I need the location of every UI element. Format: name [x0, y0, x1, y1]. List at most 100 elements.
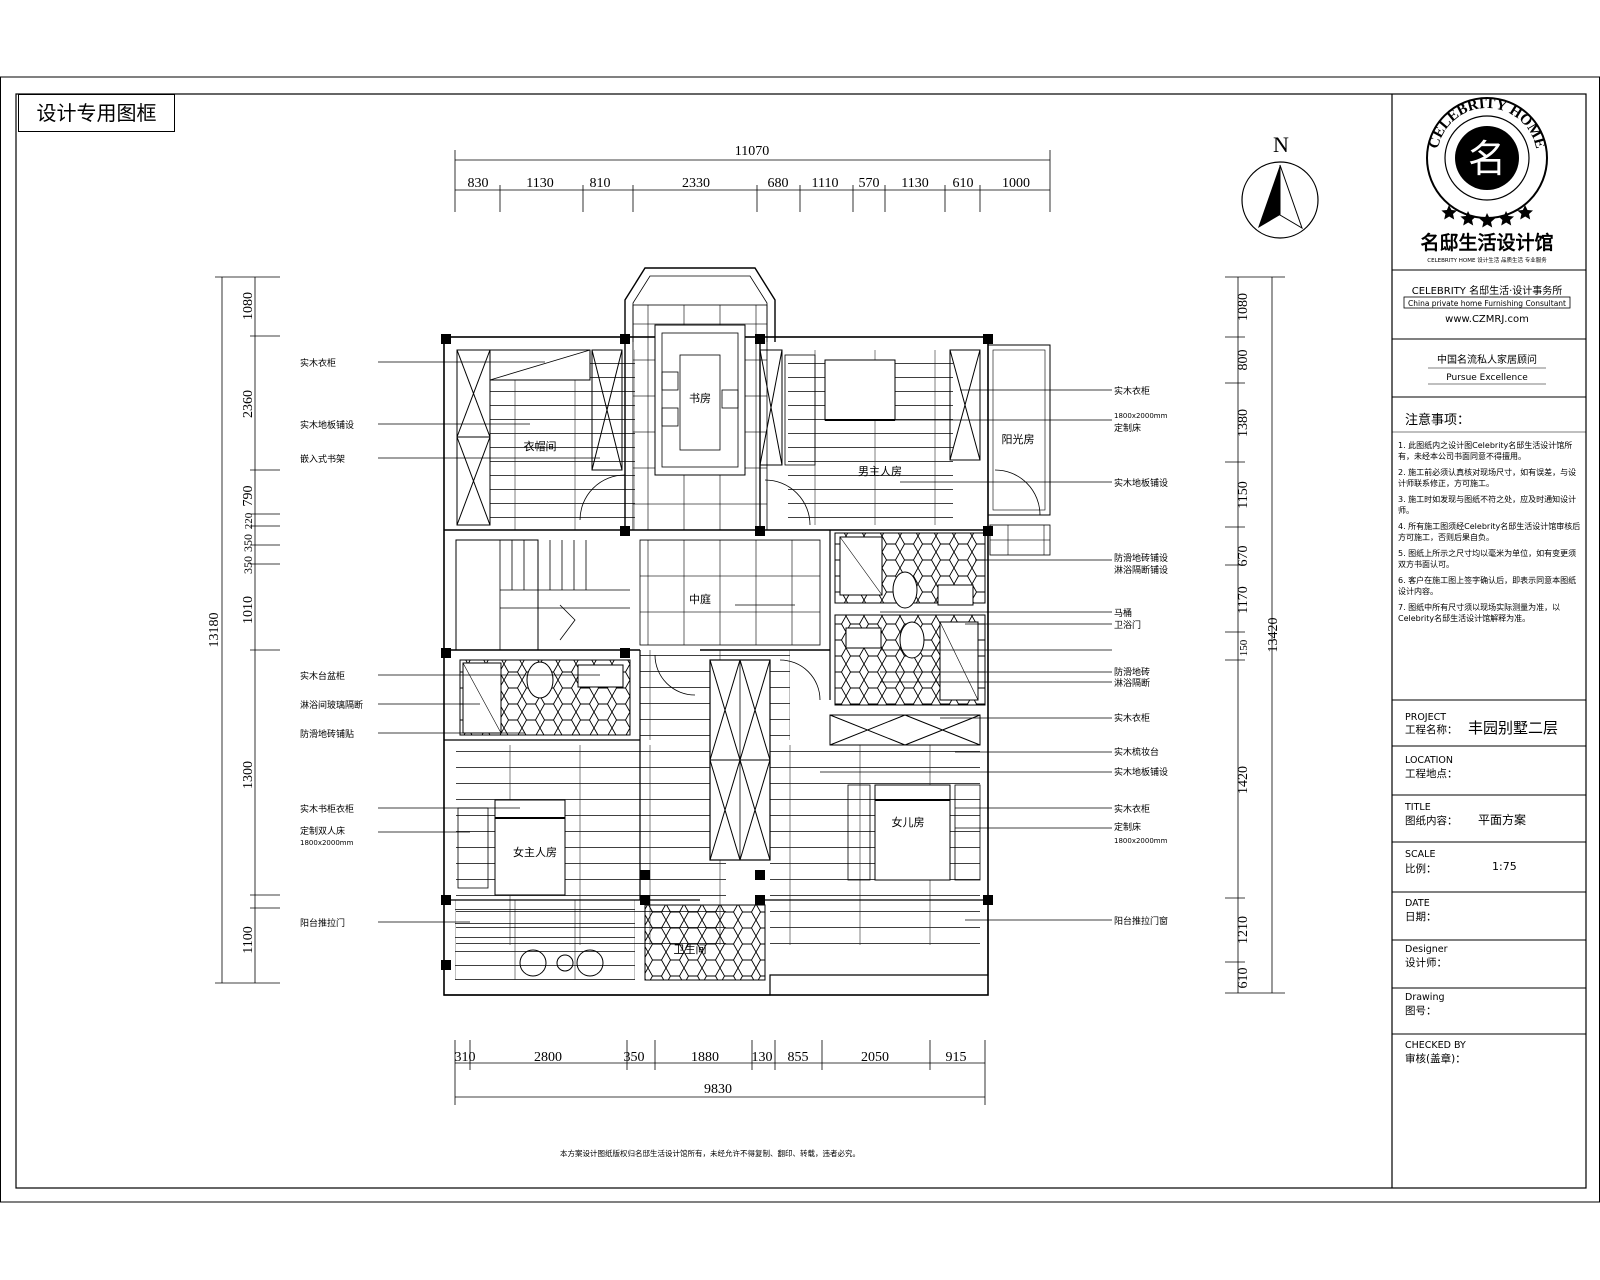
- slogan-cn: 中国名流私人家居顾问: [1437, 353, 1537, 366]
- left-label-6: 防滑地砖铺贴: [300, 728, 354, 740]
- dim-right-3: 1380: [1236, 409, 1251, 437]
- right-label-17: 淋浴隔断: [1114, 677, 1150, 689]
- dim-right-4: 1150: [1236, 481, 1251, 508]
- dim-top-2: 1130: [526, 176, 553, 191]
- right-label-16: 防滑地砖: [1114, 666, 1150, 678]
- brand-sub: CELEBRITY HOME 设计生活 品质生活 专业服务: [1427, 256, 1547, 264]
- right-label-8: 卫浴门: [1114, 619, 1141, 631]
- room-master-bedroom: 男主人房: [858, 465, 902, 478]
- dim-left-total: 13180: [207, 613, 222, 648]
- right-label-9: 实木衣柜: [1114, 712, 1150, 724]
- bottom-dimensions: [454, 1040, 986, 1105]
- title-value: 平面方案: [1478, 812, 1526, 827]
- dim-left-4: 220: [243, 512, 255, 529]
- dim-bottom-2: 2800: [534, 1050, 562, 1065]
- dim-right-10: 610: [1236, 968, 1251, 989]
- dim-right-8: 1420: [1236, 766, 1251, 794]
- right-label-10: 实木梳妆台: [1114, 746, 1159, 758]
- right-label-11: 实木地板铺设: [1114, 766, 1168, 778]
- dim-right-1: 1080: [1236, 293, 1251, 321]
- notes-title: 注意事项：: [1405, 412, 1470, 428]
- scale-en: SCALE: [1405, 849, 1435, 860]
- left-label-2: 实木地板铺设: [300, 419, 354, 431]
- dim-top-6: 1110: [812, 176, 839, 191]
- north-label: N: [1273, 132, 1289, 157]
- dim-right-9: 1210: [1236, 916, 1251, 944]
- right-leaders: [820, 389, 1112, 921]
- dim-left-7: 1010: [241, 596, 256, 624]
- note-item: 1. 此图纸内之设计图Celebrity名邸生活设计馆所有，未经本公司书面同意不…: [1398, 441, 1573, 461]
- note-item: 3. 施工时如发现与图纸不符之处，应及时通知设计师。: [1398, 495, 1577, 515]
- dim-bottom-6: 855: [788, 1050, 809, 1065]
- left-label-1: 实木衣柜: [300, 357, 336, 369]
- dim-bottom-4: 1880: [691, 1050, 719, 1065]
- room-cloakroom: 衣帽间: [524, 439, 557, 453]
- project-value: 丰园别墅二层: [1468, 719, 1558, 737]
- right-label-2: 1800x2000mm: [1114, 412, 1168, 420]
- celebrity-sub: China private home Furnishing Consultant: [1408, 299, 1566, 308]
- left-label-7: 实木书柜衣柜: [300, 803, 354, 815]
- left-label-9: 1800x2000mm: [300, 839, 354, 847]
- dim-top-9: 610: [953, 176, 974, 191]
- notes-list: 1. 此图纸内之设计图Celebrity名邸生活设计馆所有，未经本公司书面同意不…: [1398, 440, 1582, 629]
- dim-bottom-1: 310: [455, 1050, 476, 1065]
- dim-right-7: 150: [1238, 639, 1250, 656]
- left-label-5: 淋浴间玻璃隔断: [300, 699, 363, 711]
- room-bathroom: 卫生间: [674, 942, 707, 956]
- room-girl: 女儿房: [892, 815, 925, 829]
- dim-right-2: 800: [1236, 350, 1251, 371]
- title-cn: 图纸内容：: [1405, 814, 1458, 827]
- scale-value: 1:75: [1492, 860, 1517, 873]
- left-label-4: 实木台盆柜: [300, 670, 345, 682]
- room-sun-room: 阳光房: [1002, 432, 1035, 446]
- drawing-cn: 图号：: [1405, 1005, 1437, 1017]
- dim-top-4: 2330: [682, 176, 710, 191]
- dim-bottom-7: 2050: [861, 1050, 889, 1065]
- left-dimensions: [215, 276, 280, 984]
- dim-left-2: 2360: [241, 390, 256, 418]
- left-label-3: 嵌入式书架: [300, 453, 345, 465]
- left-label-8: 定制双人床: [300, 825, 345, 837]
- room-study: 书房: [689, 392, 711, 405]
- checked-cn: 审核(盖章)：: [1405, 1052, 1466, 1065]
- dim-top-7: 570: [859, 176, 880, 191]
- dim-top-1: 830: [468, 176, 489, 191]
- note-item: 4. 所有施工图须经Celebrity名邸生活设计馆审核后方可施工，否则后果自负…: [1398, 522, 1581, 542]
- dim-bottom-5: 130: [752, 1050, 773, 1065]
- drawing-en: Drawing: [1405, 992, 1445, 1003]
- dim-right-total: 13420: [1266, 618, 1281, 653]
- floor-plan: [441, 267, 1051, 996]
- location-en: LOCATION: [1405, 755, 1453, 766]
- designer-cn: 设计师：: [1405, 956, 1447, 969]
- right-dimensions: [1225, 276, 1285, 994]
- title-block: CELEBRITY HOME 名 名邸生活设计馆 CELEBRITY HOME …: [1392, 96, 1586, 433]
- note-item: 7. 图纸中所有尺寸须以现场实际测量为准，以Celebrity名邸生活设计馆解释…: [1398, 603, 1561, 623]
- right-label-7: 马桶: [1114, 607, 1132, 619]
- dim-right-6: 1170: [1236, 586, 1251, 613]
- note-item: 5. 图纸上所示之尺寸均以毫米为单位，如有变更须双方书面认可。: [1398, 549, 1577, 569]
- dim-left-9: 1100: [241, 926, 256, 953]
- title-en: TITLE: [1404, 802, 1431, 813]
- right-label-6: 淋浴隔断铺设: [1114, 564, 1168, 576]
- frame-label: 设计专用图框: [18, 94, 175, 132]
- right-label-5: 防滑地砖铺设: [1114, 552, 1168, 564]
- note-item: 6. 客户在施工图上签字确认后，即表示同意本图纸设计内容。: [1398, 576, 1577, 596]
- right-label-14: 1800x2000mm: [1114, 837, 1168, 845]
- scale-cn: 比例：: [1405, 862, 1437, 875]
- location-cn: 工程地点：: [1405, 767, 1458, 780]
- right-label-3: 定制床: [1114, 422, 1141, 434]
- top-dimensions: [454, 150, 1051, 212]
- website: www.CZMRJ.com: [1445, 314, 1529, 325]
- dim-top-3: 810: [590, 176, 611, 191]
- room-girl-master: 女主人房: [513, 845, 557, 859]
- brand-cn: 名邸生活设计馆: [1420, 231, 1553, 254]
- date-en: DATE: [1405, 898, 1430, 909]
- right-label-1: 实木衣柜: [1114, 385, 1150, 397]
- star-icon: [1441, 205, 1533, 228]
- dim-top-10: 1000: [1002, 176, 1030, 191]
- left-label-10: 阳台推拉门: [300, 917, 345, 929]
- dim-left-1: 1080: [241, 292, 256, 320]
- footer-note: 本方案设计图纸版权归名邸生活设计馆所有，未经允许不得复制、翻印、转载，违者必究。: [560, 1148, 860, 1158]
- dim-bottom-8: 915: [946, 1050, 967, 1065]
